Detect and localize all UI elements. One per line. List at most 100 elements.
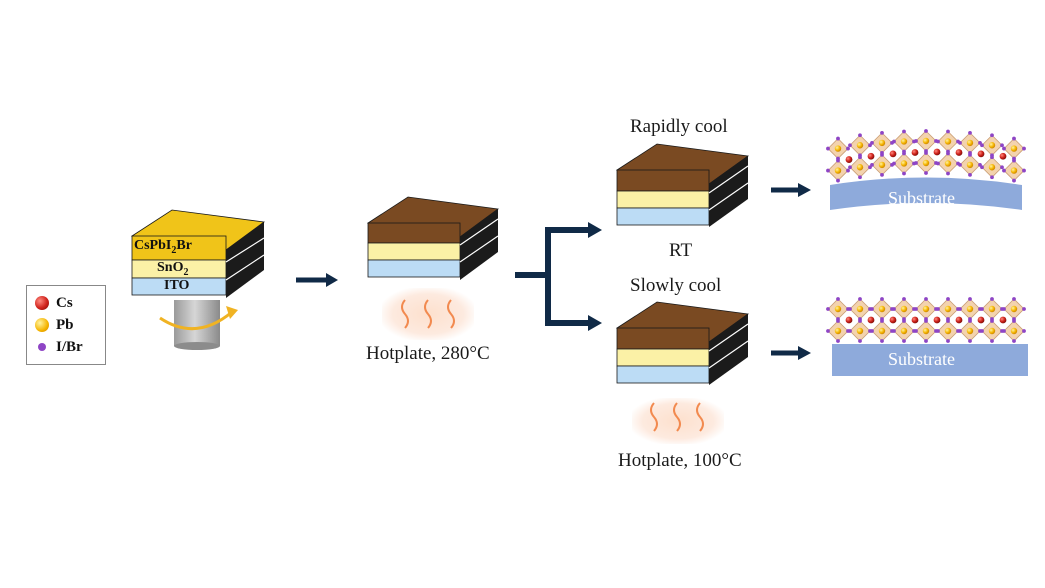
pb-atom (900, 305, 908, 313)
halide-atom (980, 143, 984, 148)
pb-atom-icon (35, 318, 49, 332)
halide-atom (990, 297, 994, 301)
cs-atom (955, 149, 963, 156)
halide-atom (924, 297, 928, 301)
cs-atom (889, 316, 897, 324)
slow-cool-device (615, 301, 750, 444)
pb-atom (834, 167, 842, 174)
halide-atom (1000, 165, 1004, 170)
pb-atom (922, 327, 930, 335)
halide-atom (958, 329, 962, 333)
pb-atom (944, 160, 952, 167)
lattice-slow (826, 297, 1026, 343)
halide-atom (958, 140, 962, 145)
flat-substrate (832, 344, 1028, 376)
halide-atom (990, 175, 994, 180)
halide-atom (858, 317, 862, 321)
branch-arrow (515, 222, 602, 331)
rotation-arrow (159, 310, 233, 331)
halide-atom (914, 329, 918, 333)
cs-atom (911, 149, 919, 156)
caption-hotplate-100: Hotplate, 100°C (618, 450, 742, 471)
pb-atom (856, 164, 864, 171)
halide-atom (858, 133, 862, 138)
halide-atom (870, 307, 874, 311)
cs-atom (867, 316, 875, 324)
pb-atom (988, 305, 996, 313)
halide-atom (836, 156, 840, 161)
halide-atom (836, 317, 840, 321)
caption-rt: RT (669, 240, 693, 261)
pb-atom (1010, 327, 1018, 335)
halide-atom (892, 161, 896, 166)
halide-atom (880, 297, 884, 301)
halide-atom (892, 307, 896, 311)
heat-wave-icon (650, 402, 658, 432)
pb-atom (922, 159, 930, 167)
pb-atom (834, 145, 842, 152)
legend-item-pb: Pb (35, 314, 105, 336)
halide-atom (924, 339, 928, 343)
legend-item-cs: Cs (35, 292, 105, 314)
halide-atom (968, 130, 972, 135)
halide-atom (870, 140, 874, 145)
cs-atom (933, 316, 941, 324)
cs-atom (955, 316, 963, 324)
layer-label-ito: ITO (164, 278, 190, 293)
pb-atom (988, 164, 996, 171)
pb-atom (966, 161, 974, 169)
pb-atom (988, 142, 996, 149)
halide-atom (924, 171, 928, 175)
annealed-device (366, 196, 500, 340)
halide-atom (968, 297, 972, 301)
halide-atom (990, 339, 994, 343)
pb-atom (900, 138, 908, 145)
halide-atom (902, 317, 906, 321)
halide-atom (914, 161, 918, 165)
halide-atom (836, 178, 840, 183)
halide-atom (968, 339, 972, 343)
halide-atom (1012, 136, 1016, 141)
halide-atom (902, 149, 906, 154)
halide-atom (1012, 339, 1016, 343)
halide-atom (826, 168, 830, 173)
cs-atom (977, 150, 985, 158)
halide-atom (958, 162, 962, 167)
curved-substrate (830, 177, 1022, 210)
halide-atom (1012, 156, 1016, 161)
cs-atom (889, 150, 897, 158)
cs-atom-icon (35, 296, 49, 310)
pb-atom (900, 160, 908, 167)
halide-atom (836, 136, 840, 141)
halide-atom (936, 329, 940, 333)
substrate-label-rapid: Substrate (888, 188, 955, 208)
halide-atom (914, 307, 918, 311)
caption-hotplate-280: Hotplate, 280°C (366, 343, 490, 364)
halide-atom (1002, 146, 1006, 151)
halide-atom (902, 339, 906, 343)
halide-atom (1022, 146, 1026, 151)
rapid-cool-device (615, 143, 750, 227)
halide-atom (880, 130, 884, 135)
halide-atom (914, 139, 918, 143)
pb-atom (1010, 167, 1018, 174)
pb-atom (878, 305, 886, 313)
halide-atom (924, 129, 928, 133)
pb-atom (878, 139, 886, 147)
substrate-label-slow: Substrate (888, 349, 955, 369)
halide-atom (968, 150, 972, 155)
heat-glow-slow (632, 398, 724, 444)
spin-coated-device (130, 209, 266, 350)
halide-atom (968, 317, 972, 321)
caption-rapid-cool: Rapidly cool (630, 116, 728, 137)
cs-atom (933, 148, 941, 156)
cs-atom (911, 316, 919, 324)
halide-atom (946, 129, 950, 134)
halide-atom (946, 149, 950, 154)
halide-atom (980, 165, 984, 170)
layer-label-sno2: SnO2 (157, 260, 189, 278)
halide-atom (1022, 168, 1026, 173)
pb-atom (834, 327, 842, 335)
